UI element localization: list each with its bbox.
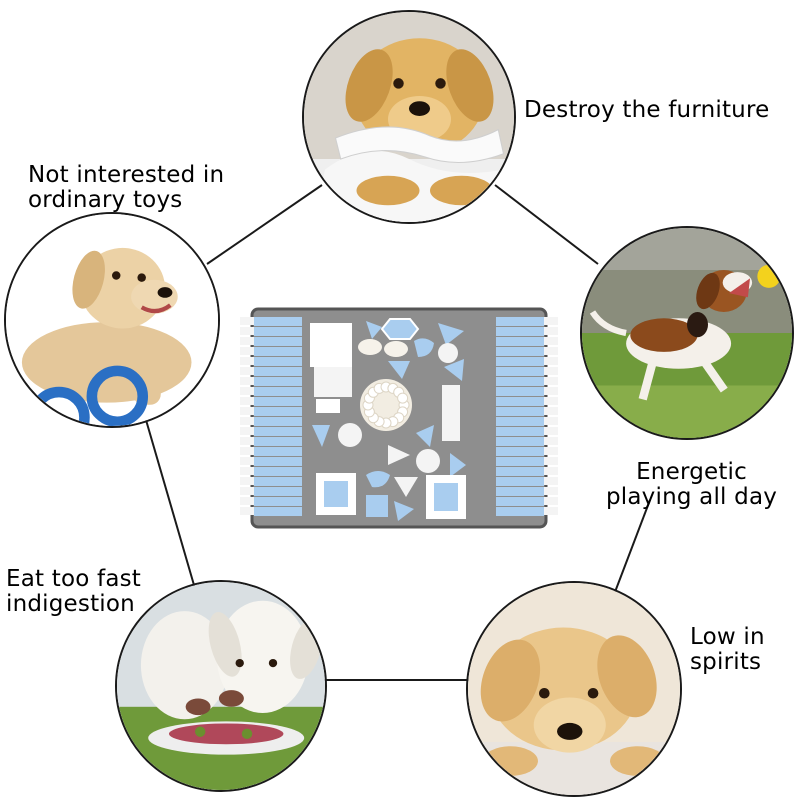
fringe-strip-white — [544, 427, 558, 435]
fringe-strip-white — [240, 337, 254, 345]
fringe-strip-white — [240, 327, 254, 335]
caption-not-interested-toys: Not interested in ordinary toys — [28, 162, 225, 213]
fringe-strip-blue — [496, 497, 544, 506]
fringe-strip-white — [544, 467, 558, 475]
photo-dogs-eating-fast — [115, 580, 327, 792]
fringe-strip-white — [240, 447, 254, 455]
photo-beagle-chasing-ball — [580, 226, 794, 440]
fringe-strip-blue — [254, 397, 302, 406]
caption-low-in-spirits: Low in spirits — [690, 624, 765, 675]
fringe-strip-white — [240, 367, 254, 375]
fringe-strip-blue — [496, 437, 544, 446]
fringe-strip-white — [240, 477, 254, 485]
fringe-strip-blue — [496, 387, 544, 396]
fringe-strip-blue — [254, 377, 302, 386]
fringe-strip-blue — [254, 327, 302, 336]
fringe-strip-white — [544, 487, 558, 495]
fringe-strip-white — [544, 437, 558, 445]
fringe-strip-blue — [496, 317, 544, 326]
fringe-strip-white — [240, 417, 254, 425]
fringe-strip-white — [544, 417, 558, 425]
fringe-strip-blue — [254, 437, 302, 446]
fringe-strip-blue — [496, 417, 544, 426]
fringe-strip-blue — [254, 417, 302, 426]
fringe-strip-blue — [254, 457, 302, 466]
fringe-strip-white — [544, 387, 558, 395]
fringe-strip-blue — [254, 357, 302, 366]
fringe-strip-white — [544, 497, 558, 505]
fringe-strip-white — [544, 477, 558, 485]
fringe-strip-blue — [496, 347, 544, 356]
photo-dog-tearing-paper — [302, 10, 516, 224]
fringe-strip-blue — [496, 457, 544, 466]
fringe-strip-white — [240, 437, 254, 445]
fringe-strip-blue — [496, 397, 544, 406]
fringe-strip-blue — [254, 427, 302, 436]
fringe-strip-white — [240, 377, 254, 385]
fringe-strip-blue — [496, 447, 544, 456]
fringe-strip-white — [240, 357, 254, 365]
fringe-strip-blue — [254, 477, 302, 486]
fringe-strip-white — [544, 447, 558, 455]
fringe-strip-white — [240, 457, 254, 465]
fringe-strip-blue — [496, 487, 544, 496]
fringe-strip-blue — [496, 467, 544, 476]
fringe-strip-blue — [496, 327, 544, 336]
photo-dog-with-ring-toy — [4, 212, 220, 428]
fringe-strip-blue — [254, 347, 302, 356]
fringe-strip-white — [240, 347, 254, 355]
fringe-strip-white — [544, 347, 558, 355]
snuffle-mat-image — [238, 305, 560, 531]
caption-eat-too-fast: Eat too fast indigestion — [6, 566, 142, 617]
fringe-strip-white — [240, 507, 254, 515]
fringe-strip-white — [544, 457, 558, 465]
fringe-strip-white — [544, 507, 558, 515]
fringe-strip-white — [240, 467, 254, 475]
fringe-strip-blue — [254, 467, 302, 476]
fringe-strip-blue — [496, 407, 544, 416]
fringe-strip-blue — [496, 507, 544, 516]
fringe-strip-blue — [254, 337, 302, 346]
fringe-strip-white — [240, 497, 254, 505]
fringe-strip-white — [544, 377, 558, 385]
caption-energetic-playing: Energetic playing all day — [606, 459, 778, 510]
fringe-strip-blue — [254, 317, 302, 326]
fringe-strip-blue — [254, 407, 302, 416]
fringe-strip-white — [544, 357, 558, 365]
fringe-strip-blue — [254, 447, 302, 456]
fringe-strip-white — [544, 397, 558, 405]
fringe-strip-blue — [254, 487, 302, 496]
fringe-strip-blue — [496, 367, 544, 376]
fringe-strip-white — [240, 387, 254, 395]
fringe-strip-white — [544, 367, 558, 375]
pompom-tuft — [397, 392, 409, 404]
fringe-strip-white — [544, 407, 558, 415]
fringe-strip-white — [240, 427, 254, 435]
fringe-strip-white — [240, 407, 254, 415]
fringe-strip-blue — [496, 477, 544, 486]
fringe-strip-blue — [254, 367, 302, 376]
fringe-strip-blue — [254, 507, 302, 516]
fringe-strip-white — [240, 317, 254, 325]
fringe-strip-white — [544, 317, 558, 325]
fringe-strip-blue — [254, 387, 302, 396]
caption-destroy-furniture: Destroy the furniture — [524, 97, 770, 123]
fringe-strip-white — [544, 337, 558, 345]
snuffle-mat-graphic — [240, 307, 558, 529]
fringe-strip-blue — [254, 497, 302, 506]
fringe-strip-white — [544, 327, 558, 335]
fringe-strip-blue — [496, 427, 544, 436]
fringe-strip-blue — [496, 357, 544, 366]
fringe-strip-blue — [496, 337, 544, 346]
fringe-strip-white — [240, 397, 254, 405]
photo-dog-low-spirits — [466, 581, 682, 797]
fringe-strip-blue — [496, 377, 544, 386]
fringe-strip-white — [240, 487, 254, 495]
